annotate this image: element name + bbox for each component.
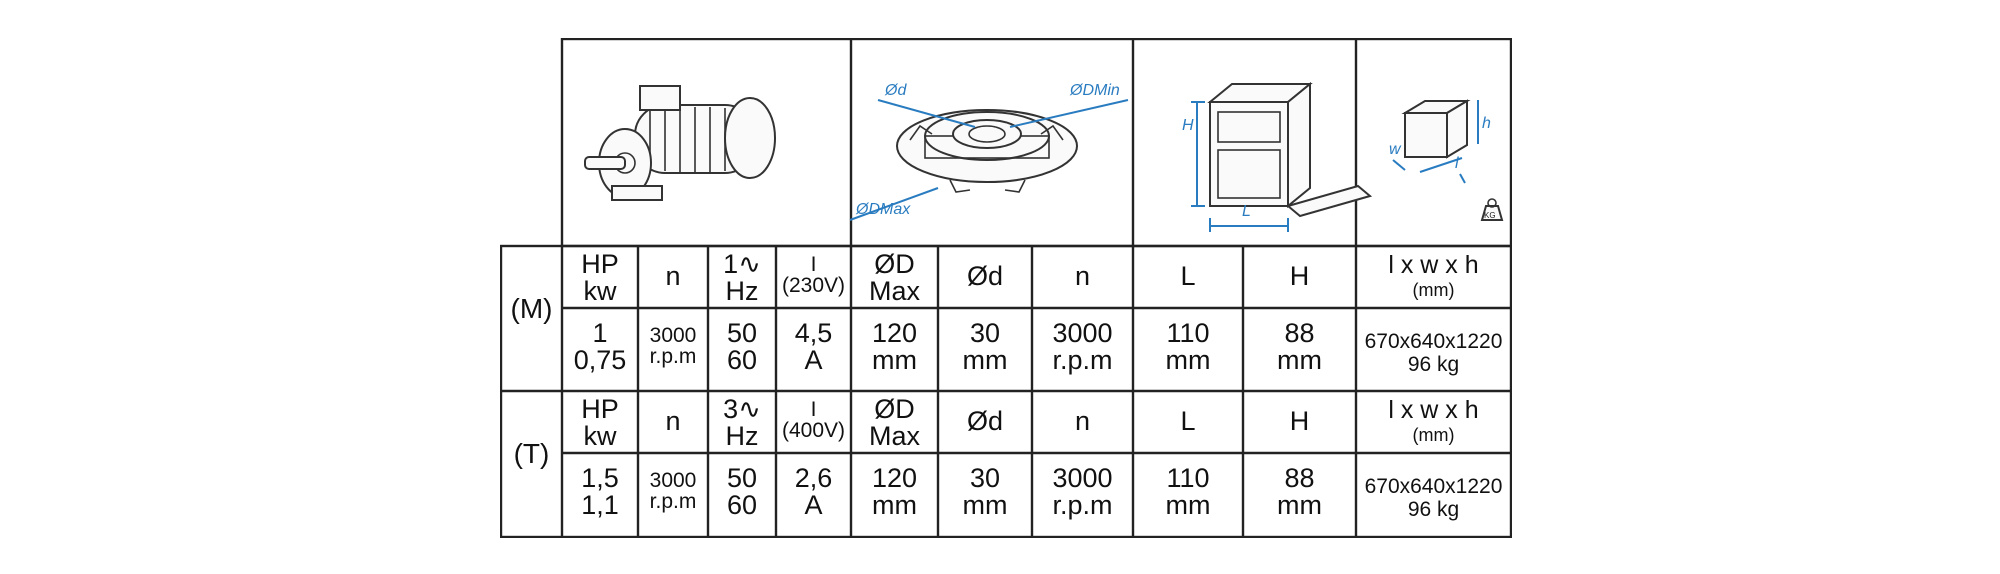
current-value: 4,5 A — [794, 318, 833, 375]
current-header: I (400V) — [781, 398, 846, 442]
power-header: HP kw — [581, 394, 619, 451]
power-value: 1 0,75 — [573, 318, 627, 375]
d-header: Ød — [966, 406, 1004, 436]
dims-value: 670x640x1220 — [1364, 475, 1503, 498]
h-header: H — [1289, 261, 1310, 291]
weight-kg-icon: KG — [1480, 198, 1504, 221]
h-header: H — [1289, 406, 1310, 436]
diameter-dmin-label: ØDMin — [1069, 82, 1120, 99]
dims-value: 670x640x1220 — [1364, 330, 1503, 353]
row-label-m: (M) — [510, 293, 553, 324]
speed-header: n — [665, 261, 681, 291]
d-header: Ød — [966, 261, 1004, 291]
n-value: 3000 r.p.m — [1052, 318, 1113, 375]
l-header: L — [1180, 406, 1196, 436]
h-value: 88 mm — [1277, 463, 1322, 520]
speed-value: 3000 r.p.m — [649, 324, 697, 368]
profile-section-icon: H L — [1182, 81, 1373, 232]
dmax-value: 120 mm — [871, 463, 918, 520]
profile-h-label: H — [1182, 117, 1194, 134]
dims-header: l x w x h — [1388, 396, 1479, 424]
l-header: L — [1180, 261, 1196, 291]
dims-unit-header: (mm) — [1412, 280, 1455, 300]
dmax-header: ØD Max — [868, 249, 920, 306]
weight-value: 96 kg — [1407, 498, 1460, 521]
frequency-value: 50 60 — [726, 463, 758, 520]
power-value: 1,5 1,1 — [581, 463, 619, 520]
power-header: HP kw — [581, 249, 619, 306]
cutter-tool-icon: Ød ØDMin ØDMax — [849, 82, 1129, 221]
phase-header: 3∿ Hz — [723, 394, 761, 451]
d-value: 30 mm — [962, 318, 1008, 375]
box-l-label: l — [1455, 155, 1459, 172]
d-value: 30 mm — [962, 463, 1008, 520]
dims-header: l x w x h — [1388, 251, 1479, 279]
h-value: 88 mm — [1277, 318, 1322, 375]
n-header: n — [1074, 261, 1091, 291]
dmax-header: ØD Max — [868, 394, 920, 451]
phase-header: 1∿ Hz — [723, 249, 761, 306]
current-header: I (230V) — [781, 253, 846, 297]
n-value: 3000 r.p.m — [1052, 463, 1113, 520]
packaging-box-icon: h w l — [1389, 99, 1491, 184]
l-value: 110 mm — [1165, 318, 1211, 375]
box-h-label: h — [1482, 115, 1491, 132]
row-label-t: (T) — [513, 438, 550, 469]
n-header: n — [1074, 406, 1091, 436]
l-value: 110 mm — [1165, 463, 1211, 520]
weight-value: 96 kg — [1407, 353, 1460, 376]
speed-header: n — [665, 406, 681, 436]
dims-unit-header: (mm) — [1412, 425, 1455, 445]
dmax-value: 120 mm — [871, 318, 918, 375]
table-grid: Ød ØDMin ØDMax H L — [500, 38, 1512, 538]
diameter-d-label: Ød — [884, 82, 907, 99]
spec-table: Ød ØDMin ØDMax H L — [500, 38, 1512, 538]
electric-motor-icon — [584, 85, 776, 201]
current-value: 2,6 A — [794, 463, 833, 520]
speed-value: 3000 r.p.m — [649, 469, 697, 513]
frequency-value: 50 60 — [726, 318, 758, 375]
box-w-label: w — [1389, 141, 1402, 158]
svg-text:KG: KG — [1484, 211, 1496, 220]
profile-l-label: L — [1242, 203, 1251, 220]
diameter-dmax-label: ØDMax — [855, 201, 911, 218]
